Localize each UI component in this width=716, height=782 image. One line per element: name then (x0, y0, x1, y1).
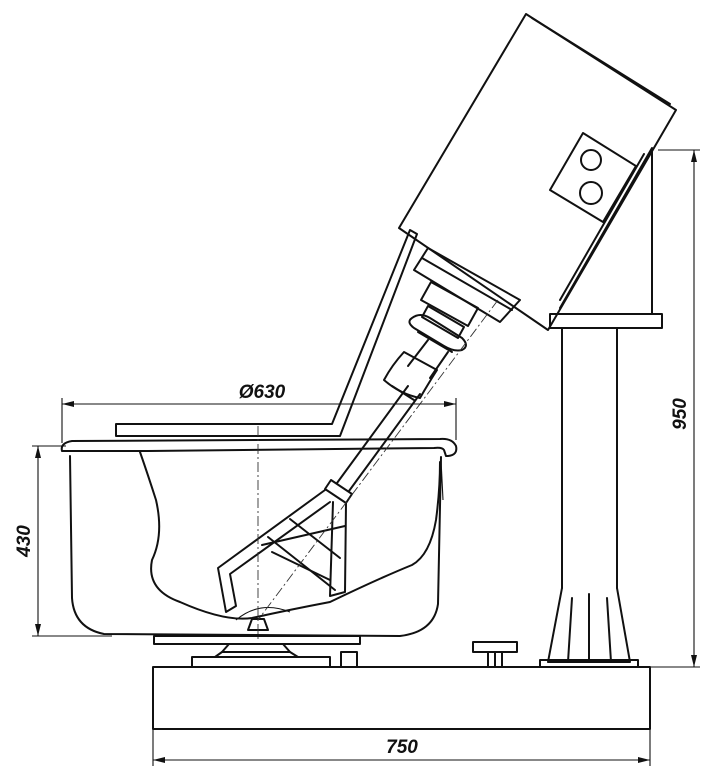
motor-head (398, 13, 677, 379)
bowl-support (153, 635, 361, 668)
dimension-overall-height: 950 (640, 149, 700, 668)
machine-base (152, 641, 651, 730)
center-lines (257, 299, 499, 640)
dimension-base-width: 750 (152, 729, 651, 766)
dimension-bowl-height: 430 (14, 445, 112, 637)
bowl-height-label: 430 (14, 525, 35, 558)
bowl-guard (115, 229, 418, 437)
support-column (539, 149, 663, 668)
whisk-beater (217, 351, 438, 631)
overall-height-label: 950 (670, 398, 691, 430)
bowl-diameter-label: Ø630 (239, 382, 286, 403)
base-width-label: 750 (386, 737, 418, 758)
dimension-bowl-diameter: Ø630 (61, 382, 457, 443)
mixing-bowl (60, 437, 458, 637)
